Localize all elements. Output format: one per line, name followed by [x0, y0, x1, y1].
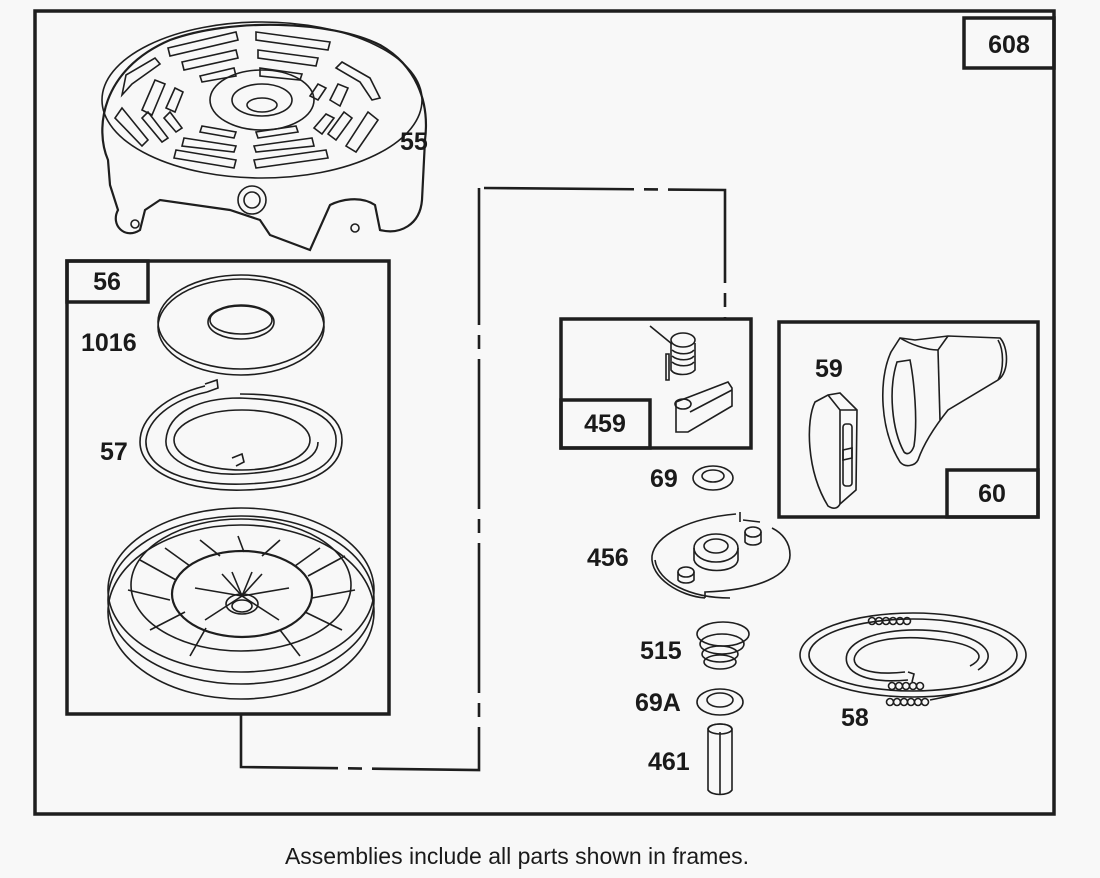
sub-assembly-459-tag: 459 — [559, 398, 652, 450]
rewind-housing-55: 55 — [101, 21, 428, 252]
retainer-461: 461 — [648, 723, 733, 796]
label-608: 608 — [988, 31, 1030, 59]
label-56: 56 — [93, 268, 121, 296]
label-515: 515 — [640, 637, 682, 665]
starter-rope-58: 58 — [799, 612, 1027, 732]
label-461: 461 — [648, 748, 690, 776]
label-57: 57 — [100, 438, 128, 466]
washer-1016: 1016 — [81, 274, 325, 376]
connector-line-lower — [239, 188, 481, 772]
spring-515: 515 — [640, 621, 750, 670]
sub-assembly-56-tag: 56 — [65, 259, 150, 304]
label-459: 459 — [584, 410, 626, 438]
starter-handle — [882, 335, 1008, 467]
label-55: 55 — [400, 128, 428, 156]
handle-insert-59: 59 — [808, 355, 858, 509]
assembly-frame-608 — [33, 9, 1056, 816]
label-59: 59 — [815, 355, 843, 383]
label-69a: 69A — [635, 689, 681, 717]
label-456: 456 — [587, 544, 629, 572]
pawl-spring — [649, 325, 696, 381]
connector-line-upper — [483, 186, 727, 318]
sub-assembly-frame-459 — [559, 317, 753, 450]
label-1016: 1016 — [81, 329, 137, 357]
label-69: 69 — [650, 465, 678, 493]
caption: Assemblies include all parts shown in fr… — [285, 843, 749, 869]
sub-assembly-60-tag: 60 — [945, 468, 1040, 519]
pawl — [674, 381, 733, 433]
sub-assembly-frame-60 — [777, 320, 1040, 519]
assembly-608-tag: 608 — [962, 16, 1056, 70]
label-60: 60 — [978, 480, 1006, 508]
starter-pulley — [107, 507, 375, 700]
ratchet-456: 456 — [587, 512, 791, 599]
sub-assembly-frame-56 — [65, 259, 391, 716]
label-58: 58 — [841, 704, 869, 732]
rewind-spring-57: 57 — [100, 378, 343, 491]
washer-69a: 69A — [635, 688, 744, 717]
washer-69: 69 — [650, 465, 734, 493]
